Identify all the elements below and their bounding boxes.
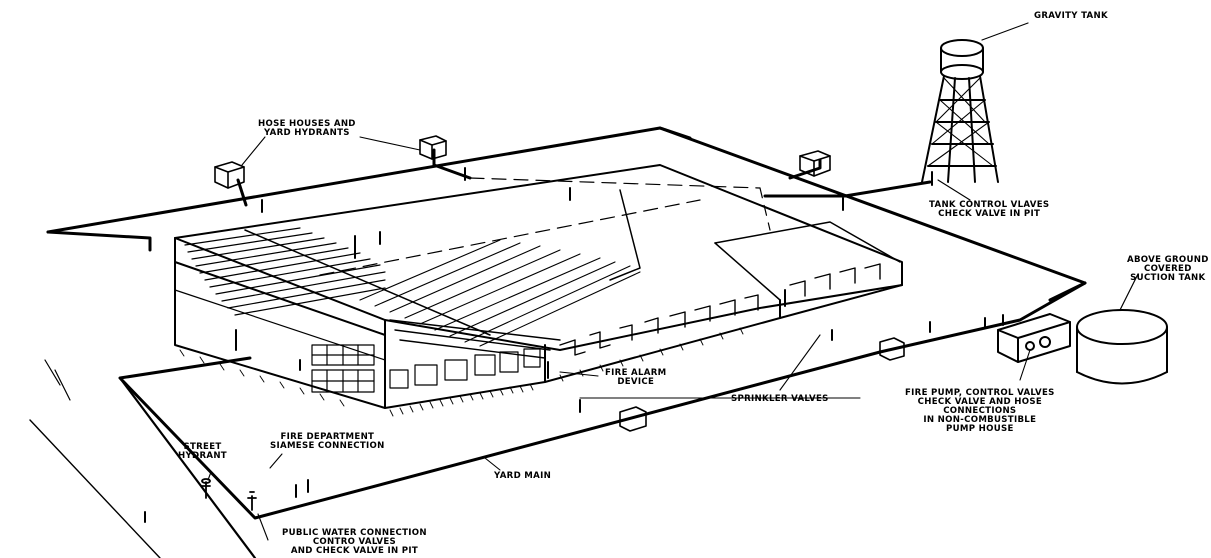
street-hydrant (201, 478, 211, 499)
fire-pump-label: FIRE PUMP, CONTROL VALVES CHECK VALVE AN… (905, 388, 1055, 434)
right-section-windows (559, 263, 881, 356)
valve-risers (144, 167, 1004, 523)
siamese-label: FIRE DEPARTMENT SIAMESE CONNECTION (270, 432, 385, 451)
ground-hatching (179, 327, 744, 417)
sprinkler-lines-middle (359, 239, 641, 359)
siamese-connection (247, 453, 283, 511)
yard-main-label: YARD MAIN (494, 471, 552, 481)
street-hydrant-label: STREET HYDRANT (178, 442, 227, 461)
leader-lines (207, 22, 1031, 541)
street-edges (29, 359, 257, 558)
hose-houses (214, 135, 905, 432)
suction-tank (1076, 273, 1168, 385)
suction-tank-label: ABOVE GROUND COVERED SUCTION TANK (1127, 255, 1209, 283)
hose-houses-label: HOSE HOUSES AND YARD HYDRANTS (258, 119, 356, 138)
yard-main-pipe (46, 126, 1087, 520)
sprinkler-valves-label: SPRINKLER VALVES (731, 394, 829, 404)
sprinkler-lines-left (184, 227, 386, 316)
fire-alarm-label: FIRE ALARM DEVICE (605, 368, 667, 387)
gravity-tank (921, 39, 999, 186)
building-windows (311, 344, 541, 393)
public-water-label: PUBLIC WATER CONNECTION CONTRO VALVES AN… (282, 528, 427, 556)
pump-house (997, 313, 1071, 363)
tank-control-label: TANK CONTROL VLAVES CHECK VALVE IN PIT (929, 200, 1050, 219)
gravity-tank-label: GRAVITY TANK (1034, 11, 1108, 21)
